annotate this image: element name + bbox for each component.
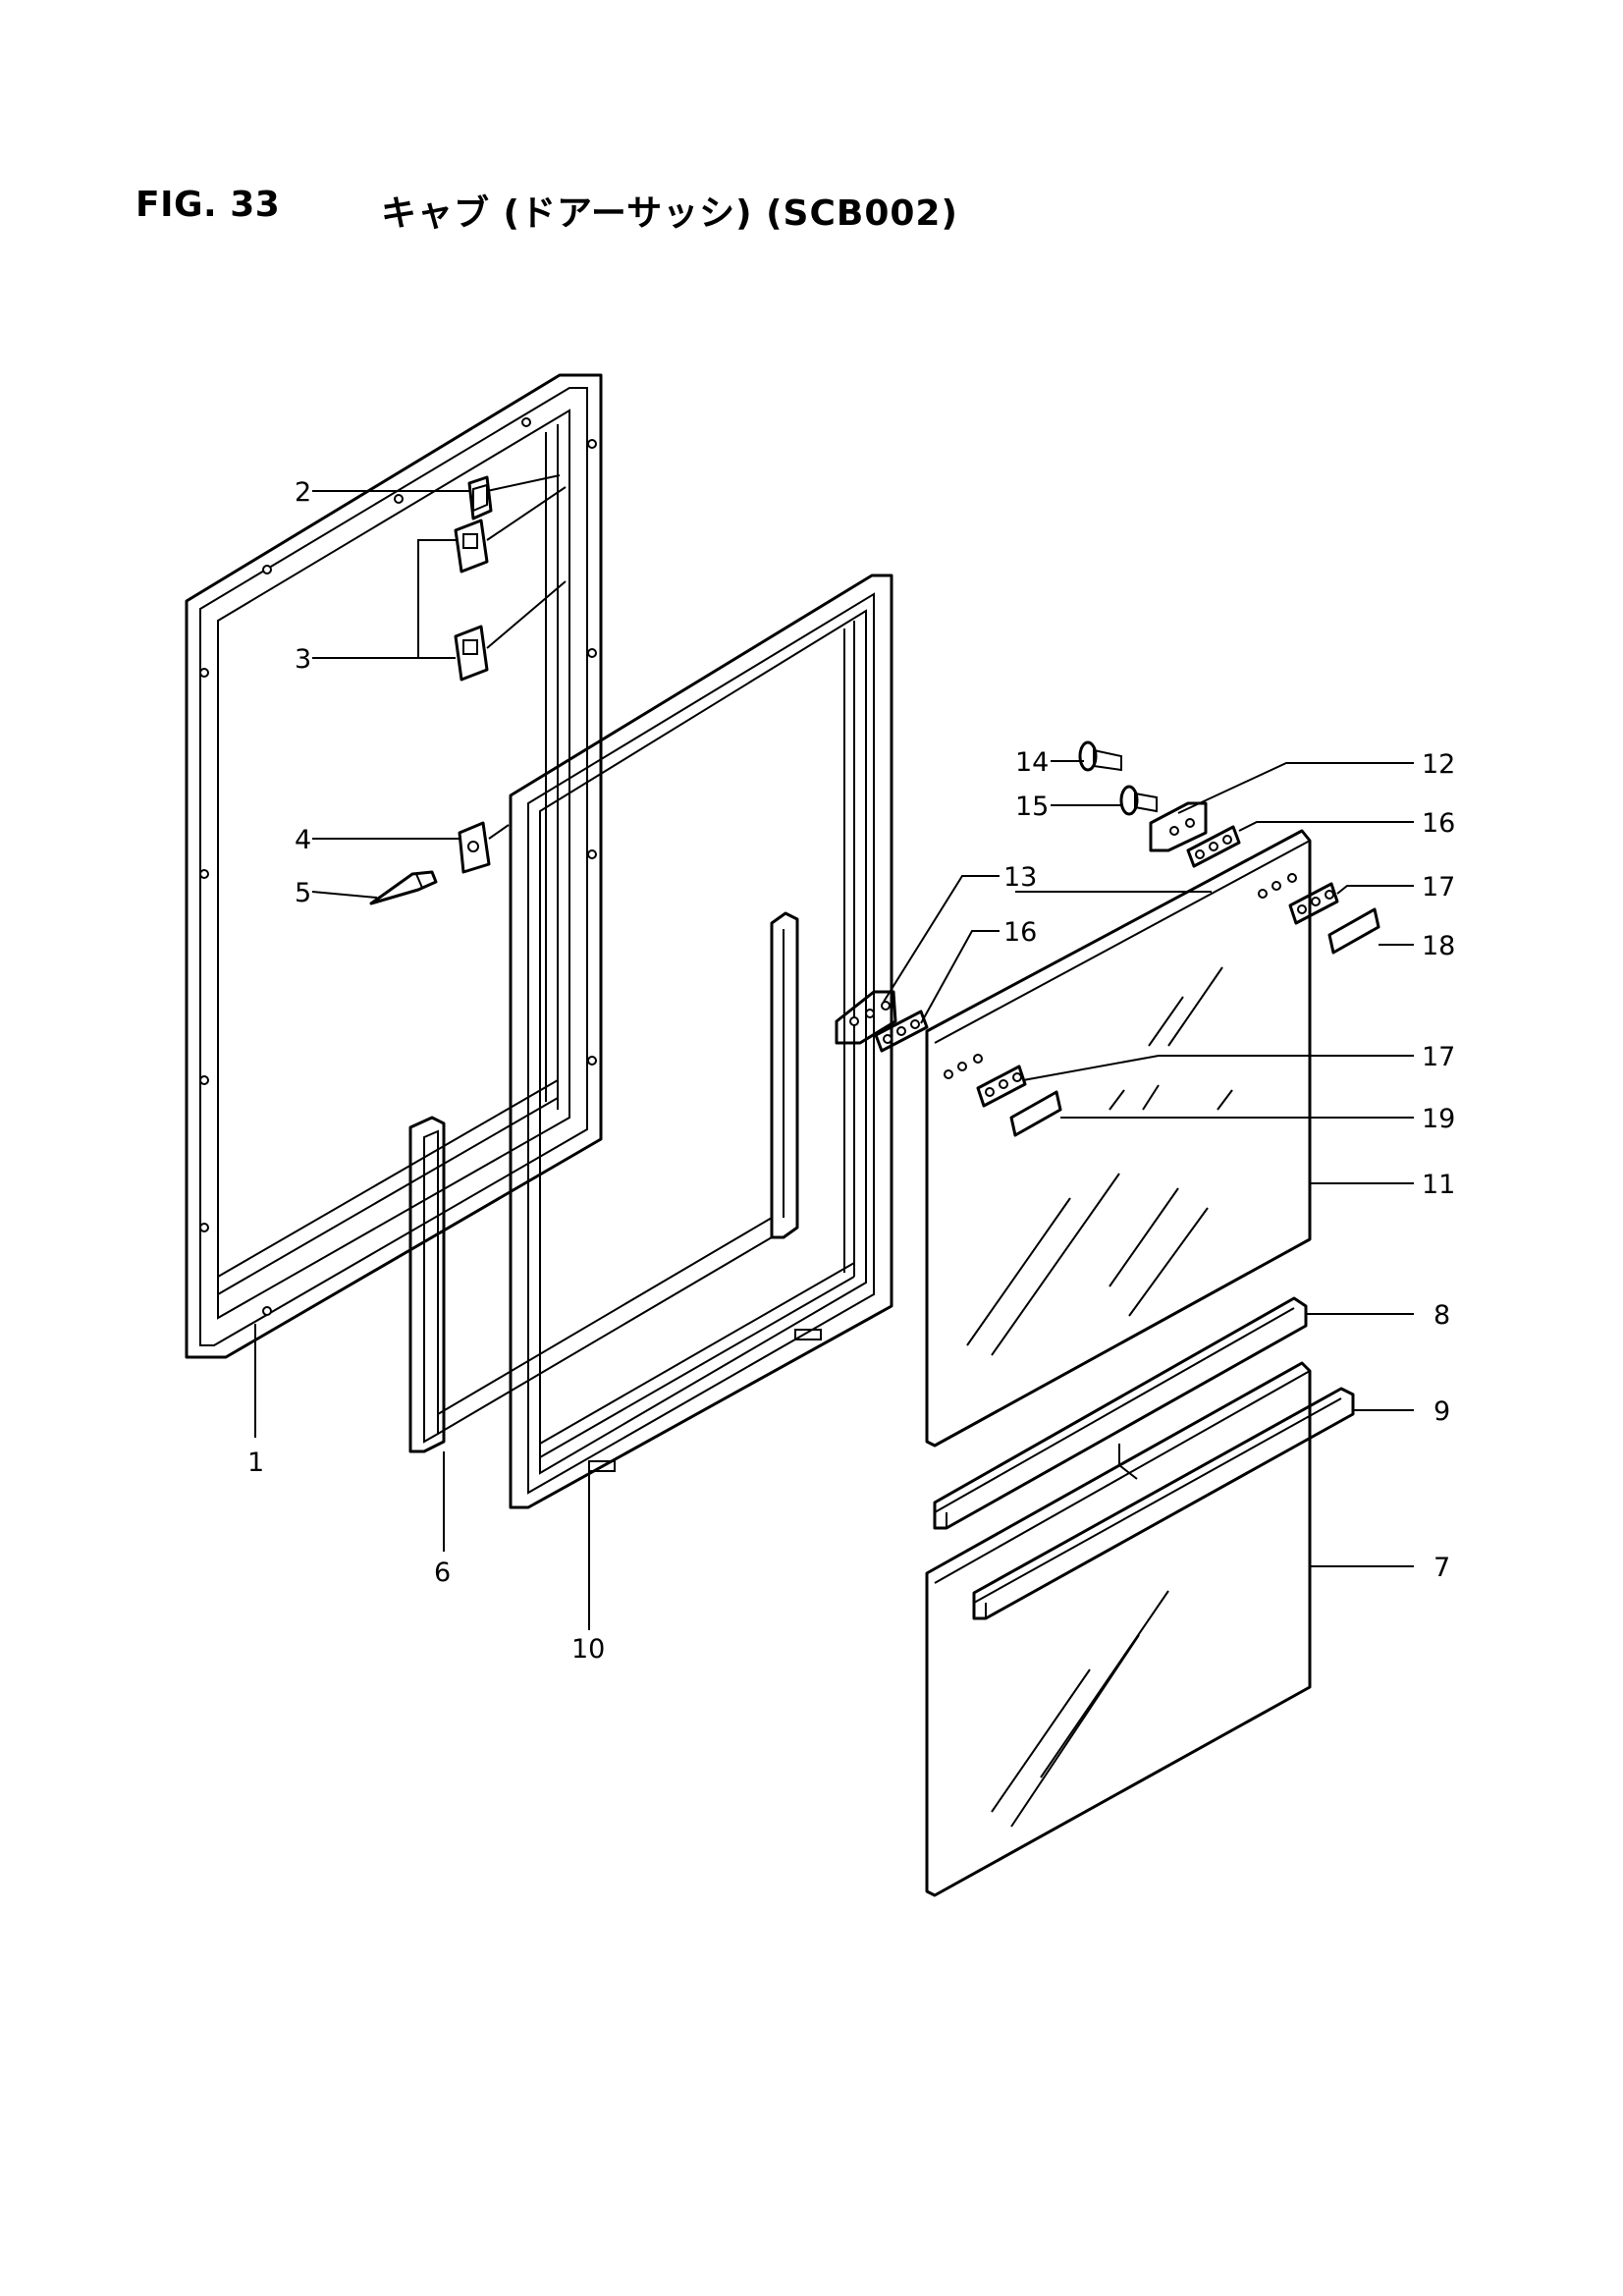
callout-8: 8 xyxy=(1434,1300,1450,1331)
part-5-pin xyxy=(369,870,438,905)
figure-title: キャブ (ドアーサッシ) (SCB002) xyxy=(381,193,958,234)
part-3-clip-lower xyxy=(454,625,489,682)
callout-11: 11 xyxy=(1422,1170,1455,1200)
callout-17-upper: 17 xyxy=(1422,872,1455,902)
callout-17-lower: 17 xyxy=(1422,1042,1455,1072)
callout-13: 13 xyxy=(1003,862,1037,893)
callout-10: 10 xyxy=(571,1634,605,1665)
part-17-plate-upper xyxy=(1288,882,1339,925)
part-15-screw xyxy=(1119,785,1158,816)
part-12-hinge-bracket xyxy=(1149,801,1208,852)
callout-19: 19 xyxy=(1422,1104,1455,1134)
callout-3: 3 xyxy=(295,644,311,675)
part-11-upper-glass xyxy=(925,829,1312,1448)
figure-number: FIG. 33 xyxy=(135,185,281,225)
part-16-plate-lower xyxy=(874,1010,929,1053)
callout-12: 12 xyxy=(1422,749,1455,780)
callout-16-upper: 16 xyxy=(1422,808,1455,839)
callout-5: 5 xyxy=(295,878,311,908)
part-13-hinge-bracket xyxy=(835,990,897,1045)
part-6-channel-seal xyxy=(408,911,799,1453)
callout-15: 15 xyxy=(1015,792,1049,822)
callout-labels: 2 3 4 5 1 6 10 14 15 13 16 12 16 17 18 1… xyxy=(247,477,1455,1665)
part-4-bracket xyxy=(458,821,491,874)
leader-lines xyxy=(254,474,1414,1630)
callout-7: 7 xyxy=(1434,1553,1450,1583)
part-14-screw xyxy=(1078,740,1122,772)
figure-header: FIG. 33 キャブ (ドアーサッシ) (SCB002) xyxy=(135,185,1510,240)
part-7-lower-glass xyxy=(925,1361,1312,1897)
part-10-inner-sash-frame xyxy=(509,574,893,1509)
part-1-outer-sash-frame xyxy=(185,373,603,1359)
callout-18: 18 xyxy=(1422,931,1455,961)
part-3-clip-upper xyxy=(454,519,489,574)
callout-14: 14 xyxy=(1015,747,1049,778)
part-18-pad xyxy=(1327,907,1380,955)
part-9-channel-strip xyxy=(972,1387,1355,1620)
part-17-plate-lower xyxy=(976,1065,1027,1108)
callout-9: 9 xyxy=(1434,1396,1450,1427)
part-8-channel-strip xyxy=(933,1296,1308,1530)
part-16-plate-upper xyxy=(1186,825,1241,868)
callout-16-lower: 16 xyxy=(1003,917,1037,948)
callout-6: 6 xyxy=(434,1558,451,1588)
part-2-clip xyxy=(467,475,493,520)
callout-2: 2 xyxy=(295,477,311,508)
callout-1: 1 xyxy=(247,1448,264,1478)
callout-4: 4 xyxy=(295,825,311,855)
part-19-pad xyxy=(1009,1090,1062,1137)
